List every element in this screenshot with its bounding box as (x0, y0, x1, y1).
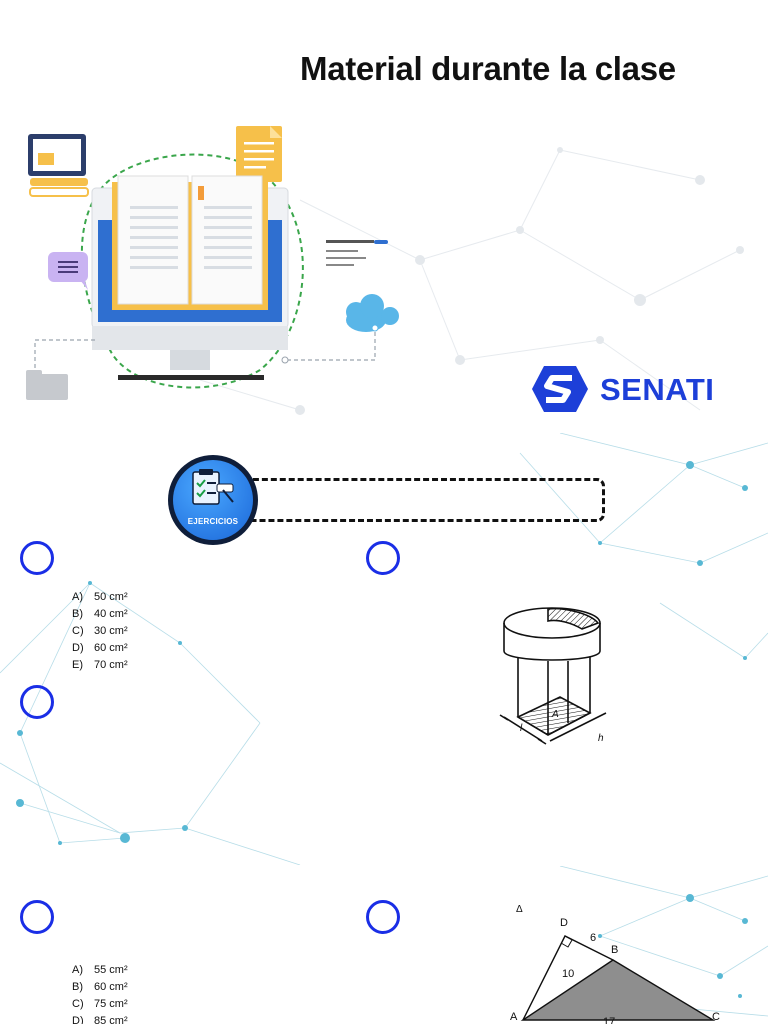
slide-triangle: A)55 cm² B)60 cm² C)75 cm² D)85 cm² Δ D … (0, 866, 768, 1024)
exercises-badge-label: EJERCICIOS (187, 517, 239, 526)
cloud-icon (346, 294, 399, 332)
document-icon (236, 126, 282, 182)
option-b: B)60 cm² (72, 981, 128, 993)
network-background (0, 433, 768, 865)
slide-exercises: EJERCICIOS A)50 cm² B)40 cm² C)30 cm² D)… (0, 433, 768, 865)
answer-options: A)55 cm² B)60 cm² C)75 cm² D)85 cm² (72, 962, 128, 1024)
option-b: B)40 cm² (72, 608, 128, 620)
side-ac-label: 17 (603, 1016, 616, 1024)
column-figure (499, 607, 607, 745)
laptop-icon (28, 134, 89, 197)
exercises-badge: EJERCICIOS (168, 455, 258, 545)
option-d: D)85 cm² (72, 1015, 128, 1024)
vertex-b-label: B (611, 944, 619, 956)
answer-options: A)50 cm² B)40 cm² C)30 cm² D)60 cm² E)70… (72, 589, 128, 674)
option-a: A)50 cm² (72, 591, 128, 603)
education-illustration (26, 126, 399, 400)
question-marker-1 (20, 541, 54, 575)
option-e: E)70 cm² (72, 659, 128, 671)
question-marker-5 (366, 900, 400, 934)
option-a: A)55 cm² (72, 964, 128, 976)
question-marker-4 (20, 900, 54, 934)
vertex-c-label: C (712, 1011, 720, 1023)
side-ab-label: 10 (562, 968, 575, 980)
figure-height-label: h (598, 733, 604, 744)
page-title: Material durante la clase (300, 50, 676, 87)
option-d: D)60 cm² (72, 642, 128, 654)
senati-logo-icon (532, 366, 588, 412)
triangle-figure (520, 935, 716, 1021)
folder-icon (26, 370, 68, 400)
option-c: C)30 cm² (72, 625, 128, 637)
vertex-a-label: A (510, 1011, 518, 1023)
network-background (199, 147, 744, 415)
slide-material: Material durante la clase (0, 0, 768, 432)
clipboard-icon (192, 469, 234, 505)
question-marker-3 (20, 685, 54, 719)
chat-bubble-icon (48, 252, 88, 290)
option-c: C)75 cm² (72, 998, 128, 1010)
book-icon (112, 175, 268, 310)
figure-length-label: l (520, 723, 523, 734)
side-db-label: 6 (590, 932, 597, 944)
senati-brand-text: SENATI (600, 372, 715, 407)
question-marker-2 (366, 541, 400, 575)
triangle-symbol: Δ (516, 904, 523, 915)
text-lines-icon (326, 240, 388, 266)
vertex-d-label: D (560, 917, 568, 929)
exercise-header-box (235, 478, 605, 522)
figure-area-label: A (552, 709, 559, 720)
network-background (559, 866, 768, 1017)
